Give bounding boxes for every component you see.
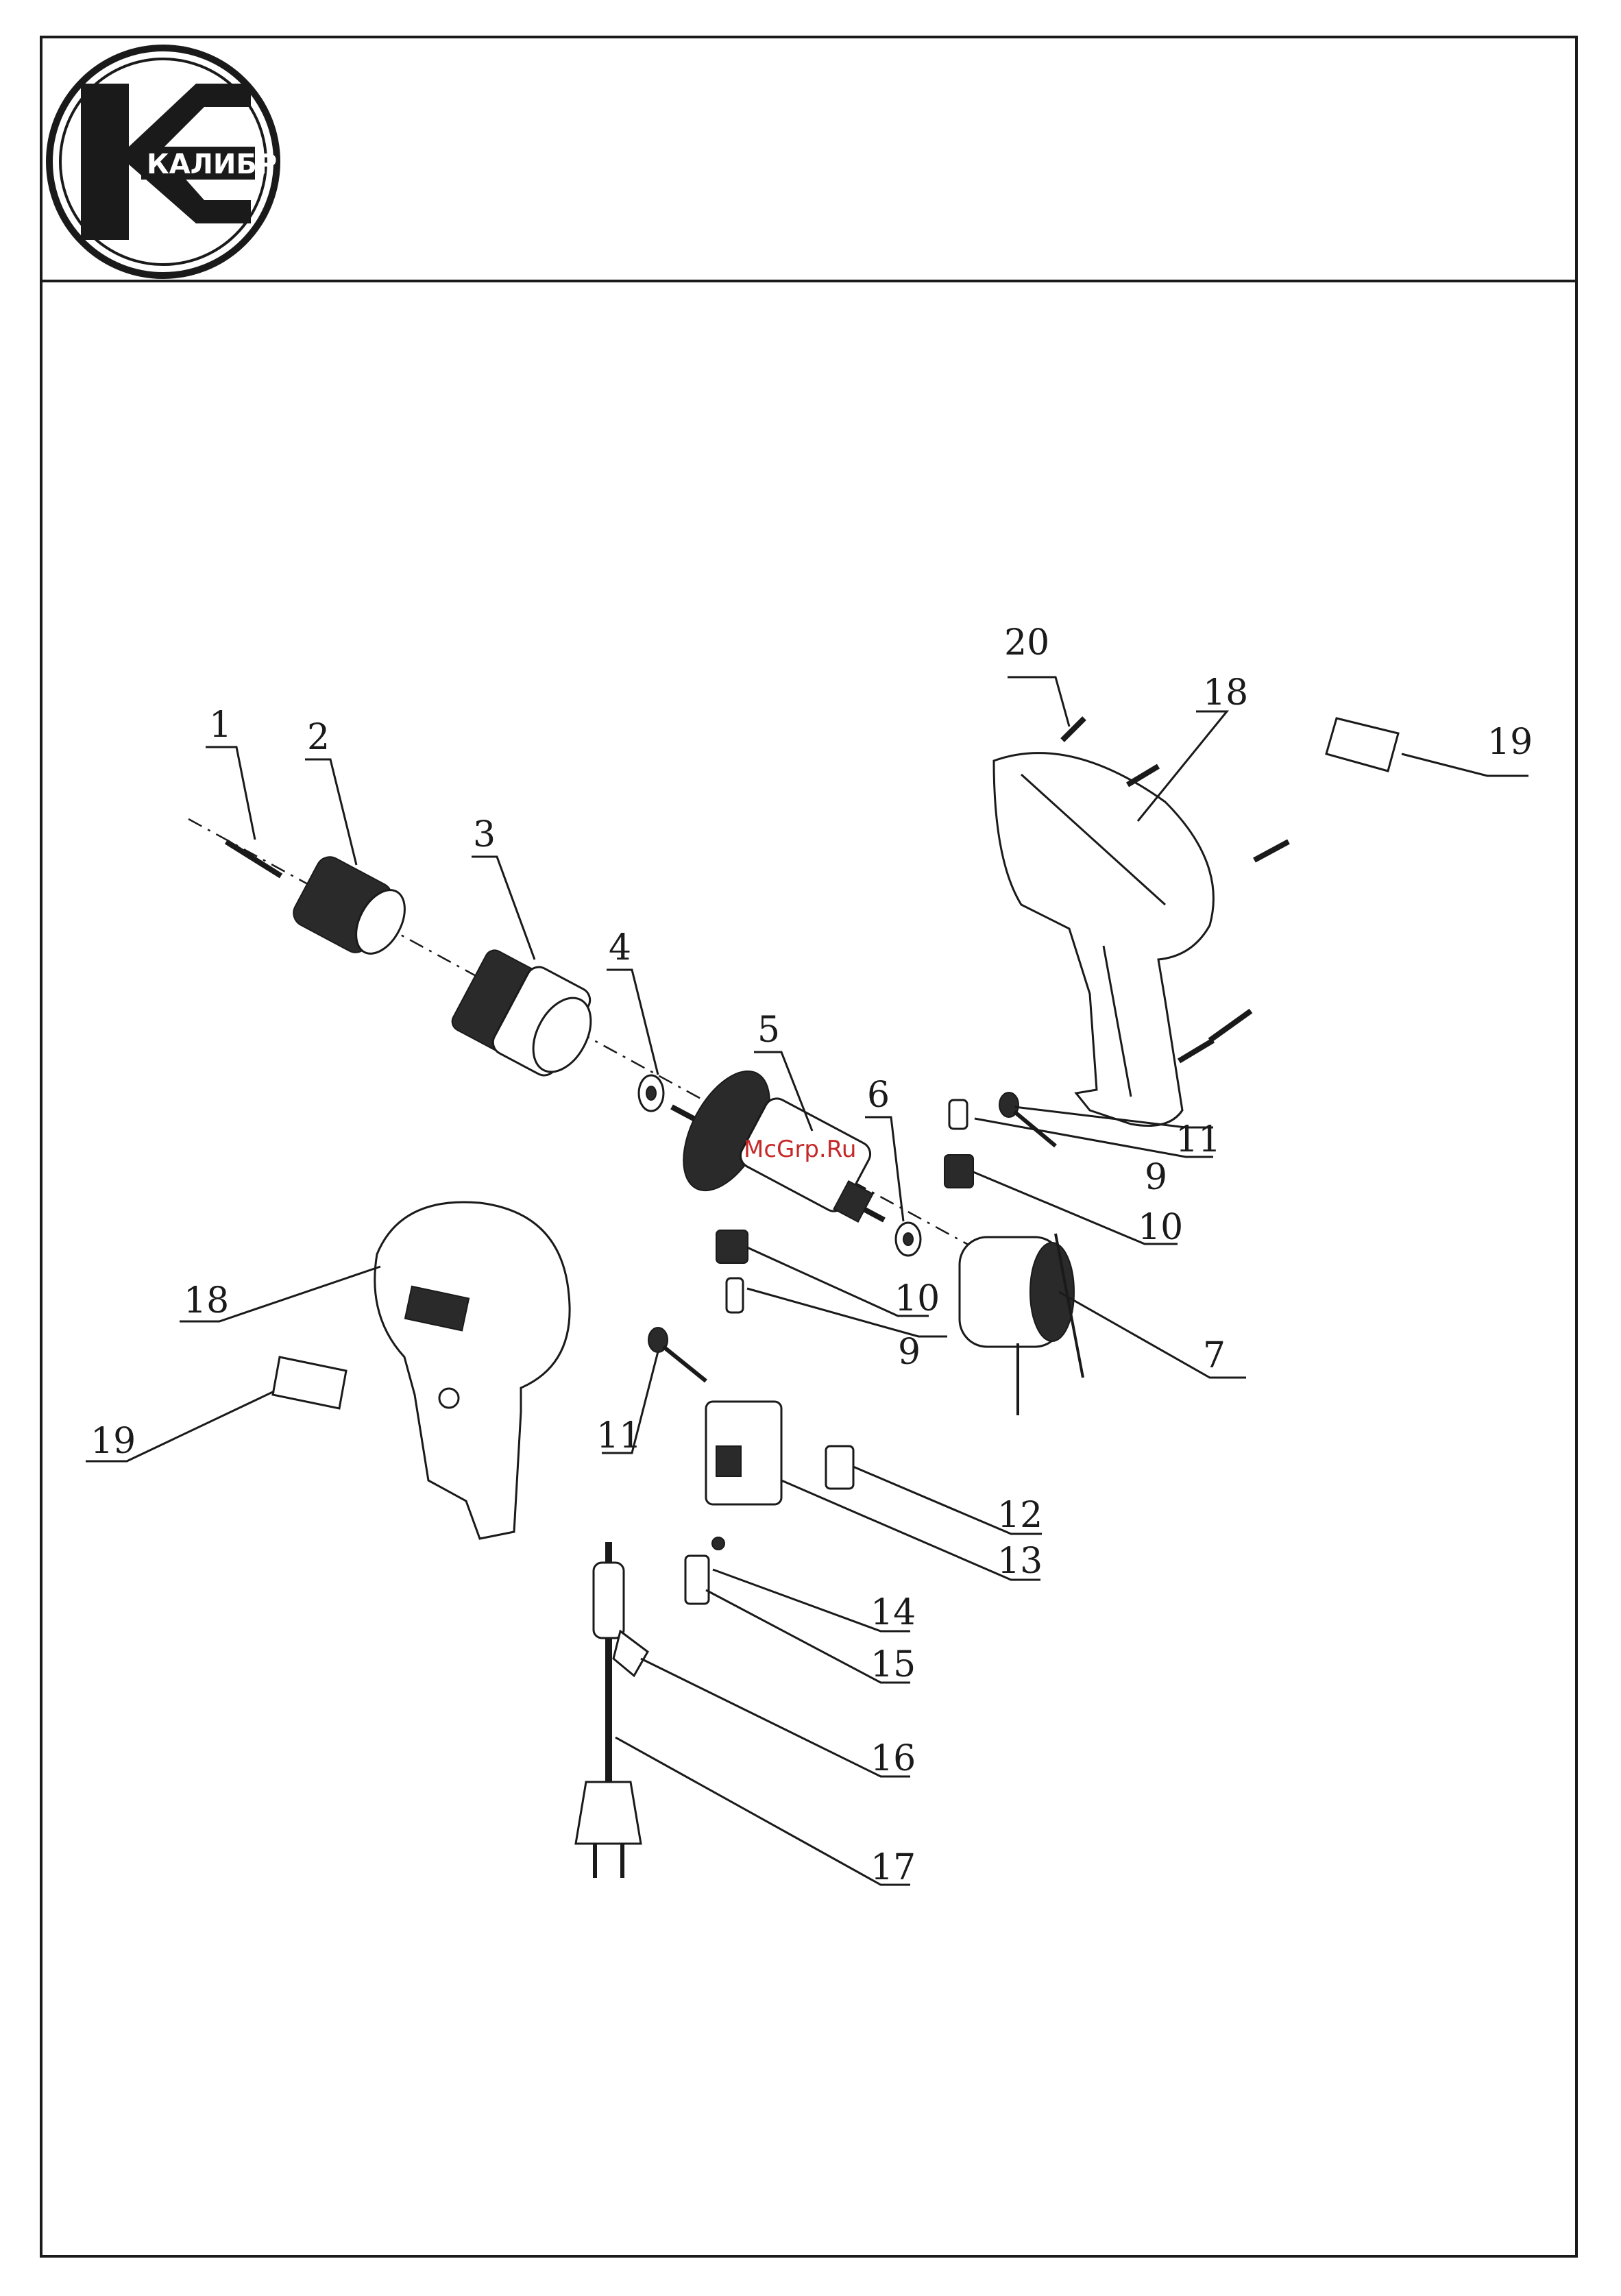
callout-2: 2 (307, 717, 330, 758)
callout-4: 4 (609, 927, 631, 968)
callout-7: 7 (1203, 1335, 1226, 1376)
part-housing-right (994, 753, 1213, 1126)
callout-10-upper: 10 (1138, 1207, 1183, 1248)
callout-15: 15 (870, 1644, 916, 1685)
part-bearing-rear (896, 1223, 921, 1256)
callout-13: 13 (997, 1541, 1043, 1582)
leader-lines (86, 677, 1528, 1885)
callout-9-upper: 9 (1145, 1157, 1167, 1198)
part-cable-clamp (685, 1537, 724, 1604)
part-brush-set-lower (648, 1230, 748, 1381)
callout-16: 16 (870, 1738, 916, 1779)
callout-6: 6 (867, 1075, 890, 1116)
part-power-cord (576, 1542, 648, 1878)
callout-17: 17 (870, 1847, 916, 1888)
part-stator (960, 1234, 1083, 1415)
callout-9-lower: 9 (898, 1332, 921, 1373)
callout-11-lower: 11 (596, 1415, 642, 1456)
callout-12: 12 (997, 1495, 1043, 1536)
callout-19-right: 19 (1487, 722, 1533, 763)
callout-5: 5 (757, 1010, 780, 1051)
callout-18-right: 18 (1203, 672, 1248, 713)
part-drill-screw (226, 842, 281, 876)
callout-11-upper: 11 (1175, 1119, 1221, 1160)
callout-20: 20 (1004, 622, 1049, 663)
watermark: McGrp.Ru (744, 1136, 856, 1163)
callout-1: 1 (209, 705, 232, 746)
callout-3: 3 (473, 814, 496, 855)
callout-18-left: 18 (184, 1280, 229, 1321)
callout-19-left: 19 (90, 1421, 136, 1462)
part-chuck (289, 852, 415, 962)
part-bearing-front (639, 1075, 663, 1111)
callout-14: 14 (870, 1592, 916, 1633)
part-housing-left (375, 1202, 570, 1539)
callout-10-lower: 10 (894, 1278, 940, 1319)
part-switch (706, 1402, 853, 1504)
part-brush-set-upper (944, 1092, 1056, 1188)
part-gearbox (449, 947, 602, 1082)
